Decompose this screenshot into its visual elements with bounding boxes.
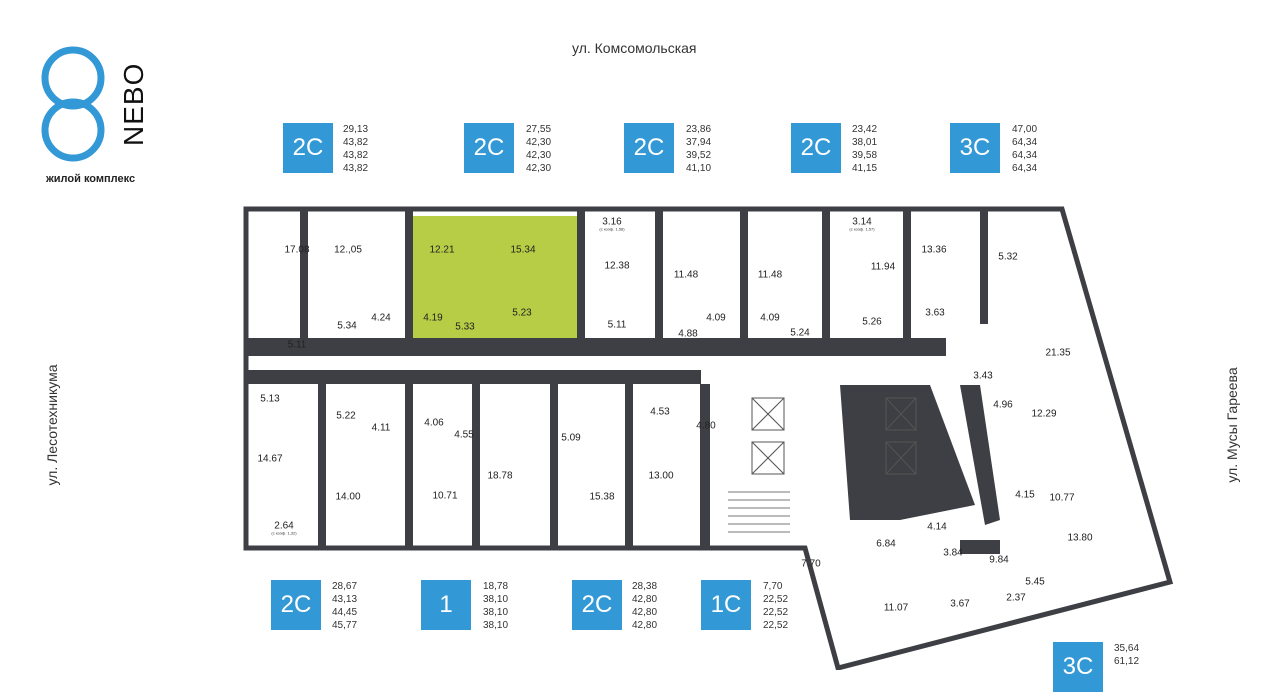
room-area-label: 5.33 [455,321,475,333]
room-area-label: 5.09 [561,432,581,444]
room-area-label: 4.09 [760,312,780,324]
room-area-label: 2.64 [274,520,294,532]
room-area-label: 11.07 [883,602,909,614]
logo-subtitle: жилой комплекс [46,173,136,185]
apartment-type-badge[interactable]: 2С [791,123,841,173]
room-area-label: 13.00 [648,470,674,482]
room-area-label: 5.23 [512,307,532,319]
room-area-label: 4.15 [1015,489,1035,501]
room-area-label: 9.84 [989,554,1009,566]
room-area-label: 11.94 [870,261,896,273]
selected-apartment[interactable] [411,216,577,355]
elevators [751,397,917,475]
floor-plan [243,206,1174,670]
room-area-label: 5.34 [337,320,357,332]
room-area-label: 4.53 [650,406,670,418]
room-area-label: 12.21 [429,244,455,256]
walls [246,209,1000,554]
room-area-label: 2.37 [1006,592,1026,604]
balcony-note: (с коэф. 1,32) [271,530,297,536]
room-area-label: 14.67 [257,453,283,465]
room-area-label: 5.26 [862,316,882,328]
room-area-label: 3.67 [950,598,970,610]
room-area-label: 12.,05 [334,244,362,256]
balcony-note: (с коэф. 1,57) [849,226,875,232]
room-area-label: 3.43 [973,370,993,382]
room-area-label: 4.09 [706,312,726,324]
room-area-label: 4.96 [993,399,1013,411]
room-area-label: 5.11 [287,339,307,351]
room-area-label: 4.55 [454,429,474,441]
room-area-label: 6.84 [876,538,896,550]
apartment-type-badge[interactable]: 1С [701,580,751,630]
room-area-label: 12.29 [1031,408,1057,420]
room-area-label: 5.13 [260,393,280,405]
room-area-label: 3.16 [602,216,622,228]
room-area-label: 14.00 [335,491,361,503]
logo: NEBO жилой комплекс [40,42,160,187]
stairs [728,491,790,533]
apartment-type-badge[interactable]: 2С [572,580,622,630]
room-area-label: 3.14 [852,216,872,228]
apartment-type-badge[interactable]: 2С [283,123,333,173]
room-area-label: 13.80 [1067,532,1093,544]
room-area-label: 3.63 [925,307,945,319]
apartment-type-badge[interactable]: 2С [624,123,674,173]
room-area-label: 4.06 [424,417,444,429]
room-area-label: 12.38 [604,260,630,272]
room-area-label: 11.48 [757,269,783,281]
room-area-label: 13.36 [921,244,947,256]
room-area-label: 4.14 [927,521,947,533]
apartment-type-badge[interactable]: 2С [464,123,514,173]
balcony-note: (с коэф. 1,58) [599,226,625,232]
room-area-label: 4.80 [696,420,716,432]
room-area-label: 5.32 [998,251,1018,263]
room-area-label: 4.24 [371,312,391,324]
street-top: ул. Комсомольская [572,40,697,56]
room-area-label: 4.11 [371,422,391,434]
room-area-label: 5.45 [1025,576,1045,588]
room-area-label: 5.11 [607,319,627,331]
apartment-type-badge[interactable]: 2С [271,580,321,630]
room-area-label: 11.48 [673,269,699,281]
room-area-label: 15.34 [510,244,536,256]
room-area-label: 10.71 [432,490,458,502]
logo-eight-mark [41,46,105,162]
room-area-label: 7.70 [801,558,821,570]
room-area-label: 21.35 [1045,347,1071,359]
room-area-label: 10.77 [1049,492,1075,504]
room-area-label: 15.38 [589,491,615,503]
room-area-label: 4.19 [423,312,443,324]
room-area-label: 4.88 [678,328,698,340]
room-area-label: 17.08 [284,244,310,256]
apartment-type-badge[interactable]: 1 [421,580,471,630]
room-area-label: 18.78 [487,470,513,482]
room-area-label: 3.84 [943,547,963,559]
room-area-label: 5.22 [336,410,356,422]
room-area-label: 5.24 [790,327,810,339]
apartment-type-badge[interactable]: 3С [950,123,1000,173]
